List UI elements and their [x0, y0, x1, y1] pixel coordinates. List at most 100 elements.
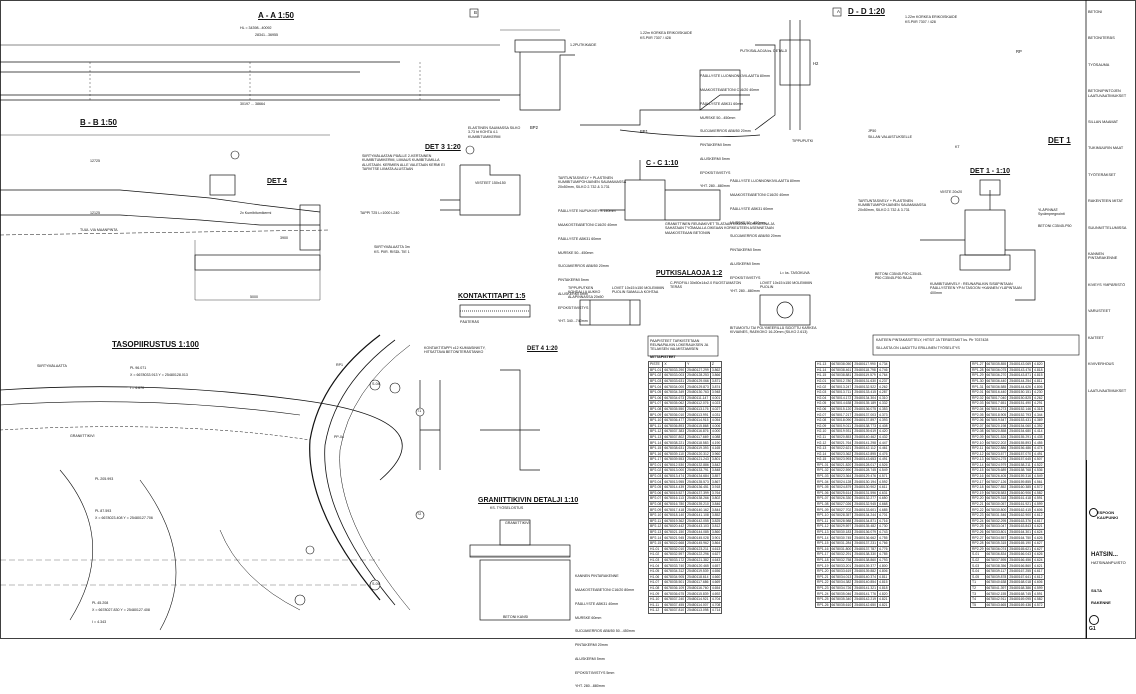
layer-row: SUOJAKERROS AB6/50 20mm	[558, 264, 609, 269]
table-cell: 25480136.451	[685, 484, 711, 491]
table-cell: RP1-20	[815, 568, 831, 575]
table-cell: 25480129.066	[685, 377, 711, 385]
table-cell: 6678018.140	[662, 512, 687, 519]
table-cell: 4.626	[1032, 551, 1045, 558]
note-heading: BETONIPINTOJEN LAATUVAATIMUKSET	[1088, 89, 1127, 98]
table-cell: RP2-01	[970, 389, 986, 396]
table-cell: 25480127.299	[685, 366, 711, 374]
table-cell: RP2-07	[970, 422, 986, 430]
table-cell: 6678021.820	[829, 461, 854, 469]
table-cell: 25480114.007	[685, 601, 711, 609]
table-cell: 3.874	[709, 383, 723, 390]
table-cell: RP1-10	[815, 512, 831, 519]
label-paateras: PÄÄTERÄS	[460, 320, 480, 324]
table-cell: 4.669	[709, 579, 723, 586]
table-cell: RP2-28	[970, 540, 986, 547]
table-cell: 3.801	[709, 456, 723, 463]
table-cell: 4.549	[1032, 472, 1045, 480]
table-cell: RP2-18	[970, 484, 986, 491]
table-cell: 25480140.462	[852, 433, 878, 441]
table-cell: RP2-29	[970, 545, 986, 553]
layer-row: PÄÄLLYSTE ABK31 40mm	[575, 601, 619, 606]
table-cell: 4.613	[709, 545, 723, 553]
table-cell: 25480137.787	[852, 545, 878, 553]
table-cell: 4.491	[1032, 450, 1045, 458]
table-cell: 6678037.240	[662, 595, 687, 603]
table-cell: 6678020.198	[984, 422, 1009, 430]
table-cell: 4.088	[709, 433, 723, 441]
table-cell: 6678018.273	[984, 405, 1009, 413]
label-betoni-c: BETONI C35/45-P30 C35/45-P50 C35/45-P50 …	[875, 272, 923, 281]
table-cell: RP2-13	[970, 456, 986, 463]
layer-row: EPOKSITIIVISTYS	[700, 170, 731, 175]
table-cell: 6678035.855	[984, 361, 1009, 368]
table-cell: 4.190	[709, 439, 723, 446]
table-cell: 25480130.194	[852, 478, 878, 486]
table-cell: 6678035.501	[662, 579, 687, 586]
table-cell: 25480169.095	[1007, 595, 1033, 603]
note-heading: TYÖTERÄKSET	[1088, 172, 1116, 177]
table-cell: RP2-22	[970, 506, 986, 513]
table-cell: 25480152.793	[1007, 411, 1033, 418]
table-cell: 6678027.026	[829, 500, 854, 508]
table-cell: 25480142.112	[852, 444, 878, 452]
table-cell: 25480168.018	[1007, 579, 1033, 586]
table-cell: 25480134.871	[852, 517, 878, 525]
table-cell: RP2-19	[970, 489, 986, 497]
layer-row: MAAKOSTEABETONI C16/20 40mm	[558, 222, 618, 227]
table-cell: 4.491	[877, 456, 890, 463]
table-cell: 6678024.979	[984, 461, 1009, 469]
table-cell: 4.549	[877, 467, 890, 474]
table-cell: 6678033.631	[662, 377, 687, 385]
table-cell: 4.006	[709, 422, 723, 430]
table-cell: 6678036.075	[984, 366, 1009, 374]
table-cell: RP2-02	[970, 394, 986, 402]
table-cell: 6678035.550	[662, 405, 687, 413]
note-heading: BETONI	[1088, 10, 1103, 14]
table-cell: 4.611	[877, 484, 890, 491]
table-cell: 6678021.526	[984, 433, 1009, 441]
note-heading: KANNEN PINTARAKENNE	[1088, 252, 1118, 261]
table-cell: RP1-19	[815, 562, 831, 569]
layer-row: YHT. 340...740mm	[558, 319, 588, 324]
table-cell: 4.755	[877, 534, 890, 541]
table-cell: RP1-08	[815, 500, 831, 508]
table-cell: 25480135.482	[852, 523, 878, 530]
table-cell: 3.960	[709, 450, 723, 458]
table-cell: 4.716	[877, 517, 890, 525]
layer-row: MAAKOSTEABETONI C16/20 40mm	[730, 192, 790, 197]
table-cell: 25480133.415	[852, 389, 878, 396]
table-cell: 4.730	[877, 523, 890, 530]
table-cell: 25480164.301	[1007, 528, 1033, 536]
table-cell: 6678022.202	[984, 439, 1009, 446]
table-cell: 25480128.745	[852, 467, 878, 474]
table-cell: 25480162.900	[1007, 512, 1033, 519]
table-cell: 25480139.210	[685, 500, 711, 508]
label-xy2: X = 6678023.408 Y = 25480127.706	[95, 516, 153, 520]
table-cell: 25480113.176	[685, 405, 711, 413]
table-cell: RP2-24	[970, 517, 986, 525]
layer-row: ALUSKERMI 5mm	[730, 261, 760, 266]
table-cell: 6678019.931	[829, 428, 854, 435]
table-cell: 6678018.905	[984, 411, 1009, 418]
table-cell: RP2-21	[970, 500, 986, 508]
table-cell: 3.901	[709, 534, 723, 541]
table-cell: 4.627	[709, 551, 723, 558]
table-cell: 25480168.745	[1007, 590, 1033, 597]
table-cell: BP1-08	[647, 405, 664, 413]
